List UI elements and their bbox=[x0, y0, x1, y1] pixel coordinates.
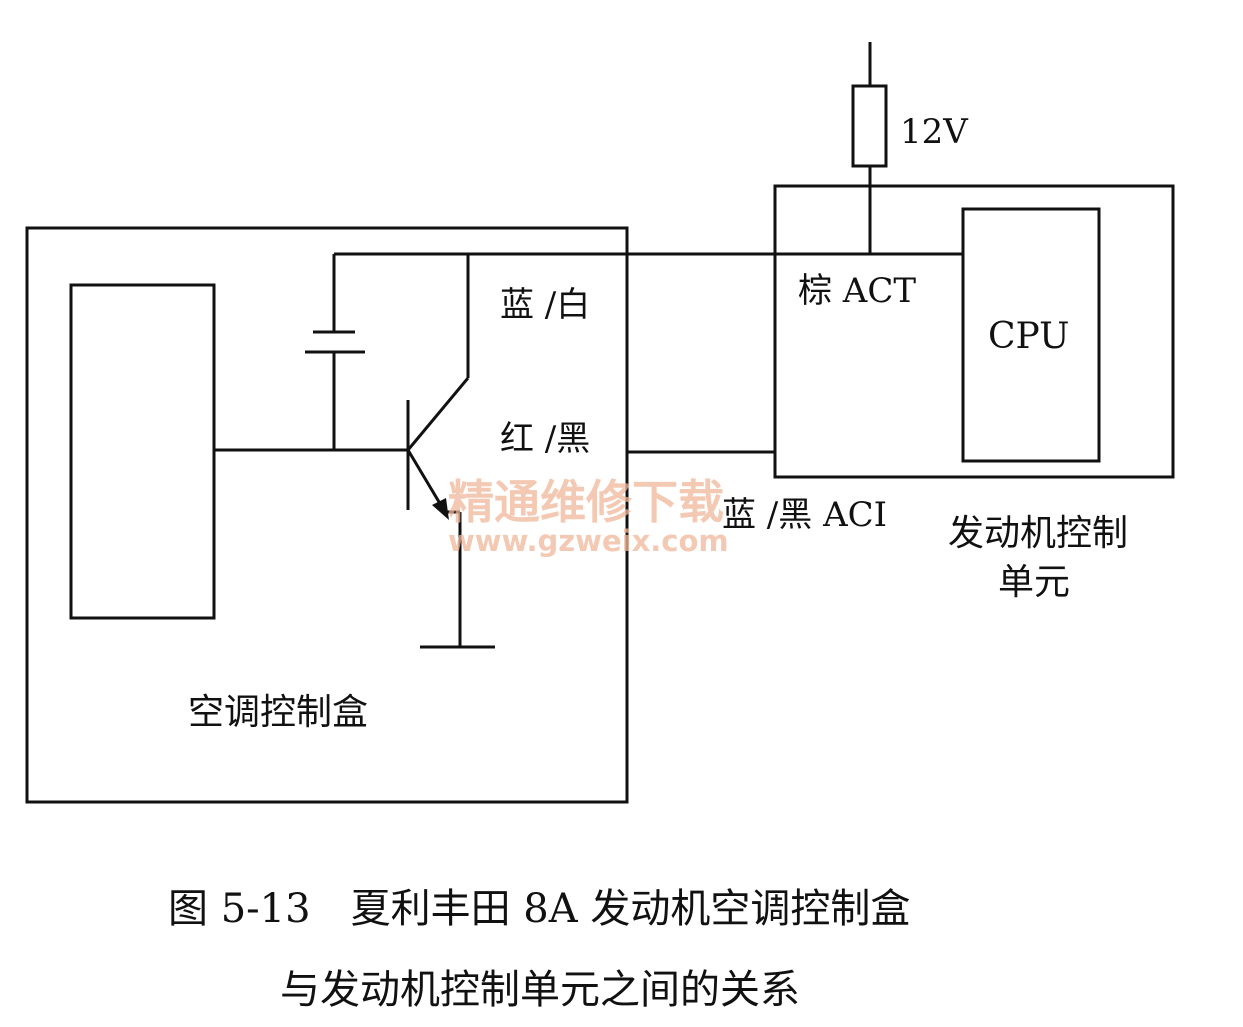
emitter-arrow bbox=[432, 498, 449, 520]
cpu-box bbox=[961, 207, 1101, 463]
ac-inner-module bbox=[69, 283, 216, 620]
voltage-label: 12V bbox=[900, 112, 969, 152]
ecu-label-line1: 发动机控制 bbox=[948, 513, 1128, 554]
cpu-label: CPU bbox=[988, 316, 1069, 357]
ecu-box bbox=[773, 184, 1175, 479]
watermark-url: www.gzweix.com bbox=[448, 524, 729, 558]
aci-label: 蓝 /黑 ACI bbox=[722, 495, 887, 535]
watermark-title: 精通维修下载 bbox=[448, 475, 724, 529]
ecu-label-line2: 单元 bbox=[998, 562, 1070, 603]
transistor-collector bbox=[406, 377, 470, 451]
resistor bbox=[851, 84, 888, 168]
ac-box-label: 空调控制盒 bbox=[188, 692, 368, 733]
blue-white-label: 蓝 /白 bbox=[500, 285, 590, 325]
act-label: 棕 ACT bbox=[798, 271, 916, 311]
caption-line1: 图 5-13 夏利丰田 8A 发动机空调控制盒 bbox=[168, 886, 910, 932]
caption-line2: 与发动机控制单元之间的关系 bbox=[280, 967, 800, 1013]
ac-control-box bbox=[25, 226, 629, 804]
red-black-label: 红 /黑 bbox=[500, 419, 590, 459]
